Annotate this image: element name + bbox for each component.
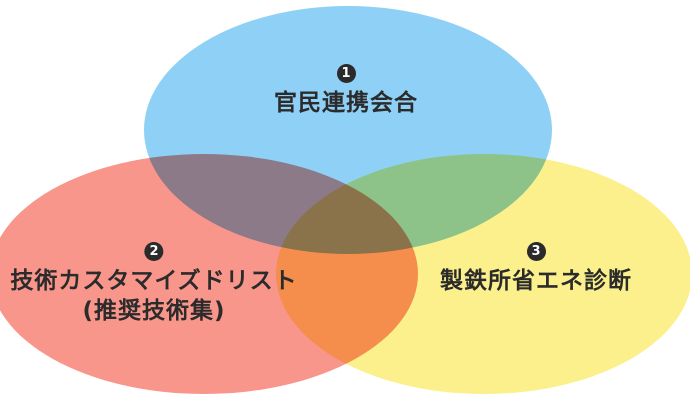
label-title-1: 官民連携会合 — [274, 90, 418, 116]
label-steelworks-energy-audit: 3 製鉄所省エネ診断 — [440, 242, 632, 296]
label-title-2: 技術カスタマイズドリスト — [10, 268, 298, 294]
number-badge-2: 2 — [144, 242, 164, 261]
label-tech-customized-list: 2 技術カスタマイズドリスト (推奨技術集) — [10, 242, 297, 326]
label-subtitle-2: (推奨技術集) — [82, 298, 226, 324]
label-public-private-meeting: 1 官民連携会合 — [274, 64, 418, 118]
number-badge-3: 3 — [526, 242, 546, 261]
circle-steelworks-energy-audit — [276, 154, 690, 394]
label-title-3: 製鉄所省エネ診断 — [440, 268, 632, 294]
number-badge-1: 1 — [336, 64, 356, 83]
